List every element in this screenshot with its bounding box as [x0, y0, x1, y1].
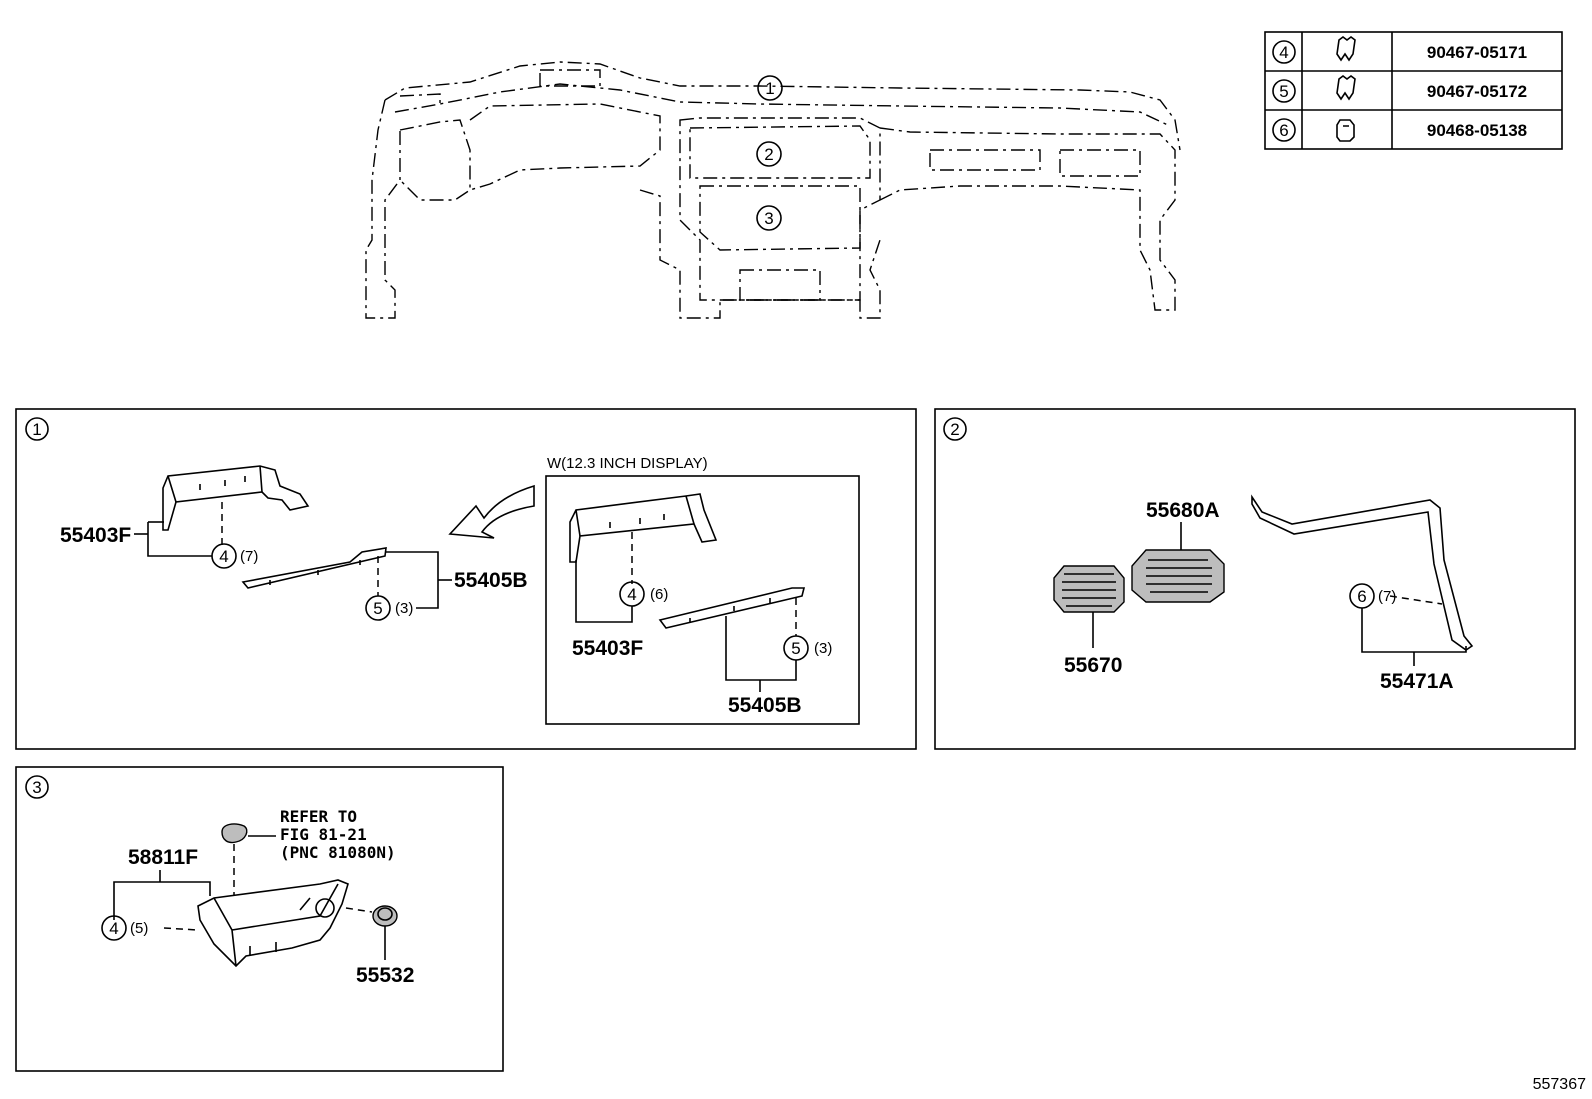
vent-55670: [1053, 565, 1125, 613]
fastener-part-number: 90468-05138: [1427, 121, 1527, 140]
variant-clip-5-qty: (3): [814, 640, 832, 657]
dashboard-overview: 1 2 3: [365, 61, 1181, 319]
arrow-icon: [448, 484, 535, 539]
clip-4-ref: 4: [219, 547, 228, 566]
panel-3: 3 REFER TO FIG 81-21 (PNC 81080N) 58811F…: [15, 766, 504, 1072]
fastener-part-number: 90467-05171: [1427, 43, 1527, 62]
refer-line-3: (PNC 81080N): [280, 843, 396, 862]
variant-trim-55405b: [658, 587, 806, 629]
panel-2-ref: 2: [950, 420, 959, 439]
knob-55532: [372, 905, 398, 927]
variant-label-55405b: 55405B: [728, 694, 802, 717]
clip-4-qty: (7): [240, 548, 258, 565]
clip-6-qty: (7): [1378, 588, 1396, 605]
diagram-id: 557367: [1533, 1076, 1586, 1093]
overview-ref-1: 1: [765, 79, 774, 98]
label-55680a: 55680A: [1146, 499, 1220, 522]
label-58811f: 58811F: [128, 846, 198, 869]
variant-title: W(12.3 INCH DISPLAY): [547, 455, 708, 472]
nut-clip-icon: [1336, 119, 1355, 142]
bezel-55403f: [162, 465, 310, 531]
overview-ref-3: 3: [764, 209, 773, 228]
label-55670: 55670: [1064, 654, 1122, 677]
refer-line-1: REFER TO: [280, 807, 357, 826]
trim-55405b: [241, 547, 387, 589]
fastener-ref: 4: [1279, 43, 1288, 62]
refer-line-2: FIG 81-21: [280, 825, 367, 844]
variant-label-55403f: 55403F: [572, 637, 643, 660]
label-55532: 55532: [356, 964, 414, 987]
clip-icon: [1336, 36, 1356, 62]
fastener-row-6: 6 90468-05138: [1272, 118, 1527, 142]
fastener-part-number: 90467-05172: [1427, 82, 1527, 101]
fastener-row-4: 4 90467-05171: [1272, 36, 1527, 64]
panel-2: 2 55670 55680A 6 (7) 55471A: [934, 408, 1576, 750]
clip-5-ref: 5: [373, 599, 382, 618]
fastener-row-5: 5 90467-05172: [1272, 75, 1527, 103]
clip-6-ref: 6: [1357, 587, 1366, 606]
label-55403f: 55403F: [60, 524, 131, 547]
clip-4-qty: (5): [130, 920, 148, 937]
clip-5-qty: (3): [395, 600, 413, 617]
fastener-table: 4 90467-05171 5 90467-05172 6 90468-0513…: [1264, 31, 1563, 150]
variant-clip-4-qty: (6): [650, 586, 668, 603]
panel-1-ref: 1: [32, 420, 41, 439]
variant-bezel-55403f: [569, 493, 718, 563]
label-55471a: 55471A: [1380, 670, 1454, 693]
variant-clip-4-ref: 4: [627, 585, 636, 604]
switch-icon: [221, 823, 248, 844]
overview-ref-2: 2: [764, 145, 773, 164]
panel-3-ref: 3: [32, 778, 41, 797]
clip-icon: [1336, 75, 1356, 101]
trim-55471a: [1251, 494, 1474, 651]
vent-55680a: [1131, 549, 1225, 603]
clip-4-ref: 4: [109, 919, 118, 938]
variant-clip-5-ref: 5: [791, 639, 800, 658]
fastener-ref: 5: [1279, 82, 1288, 101]
panel-1: 1 55403F 4 (7) 5 (3) 55405B W(12.3 INCH …: [15, 408, 917, 750]
label-55405b: 55405B: [454, 569, 528, 592]
fastener-ref: 6: [1279, 121, 1288, 140]
